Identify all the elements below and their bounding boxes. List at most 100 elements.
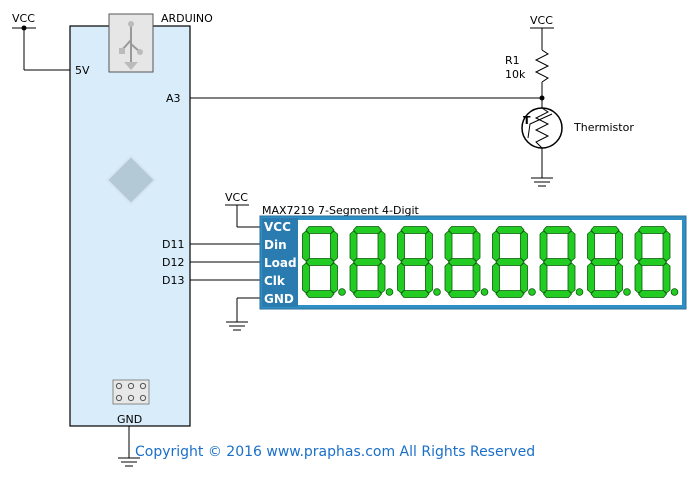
seven-segment-digit bbox=[397, 226, 441, 298]
display-pin-gnd: GND bbox=[264, 292, 294, 306]
segment bbox=[447, 290, 478, 298]
pin-a3-label: A3 bbox=[166, 92, 181, 105]
decimal-point bbox=[528, 288, 536, 296]
arduino-body bbox=[69, 25, 191, 427]
segment bbox=[615, 230, 623, 262]
display-pin-vcc: VCC bbox=[264, 220, 291, 234]
chip-icon bbox=[105, 154, 157, 206]
arduino-ground bbox=[118, 426, 140, 467]
segment bbox=[520, 262, 528, 294]
pin-gnd-label: GND bbox=[117, 413, 142, 426]
arduino-title: ARDUINO bbox=[161, 12, 213, 25]
segment bbox=[302, 230, 310, 262]
segment bbox=[349, 262, 358, 294]
segment bbox=[590, 226, 620, 234]
display-title: MAX7219 7-Segment 4-Digit bbox=[262, 204, 420, 217]
segment bbox=[400, 258, 430, 266]
display-pin-load: Load bbox=[264, 256, 297, 270]
usb-icon bbox=[119, 21, 143, 70]
seven-segment-digit bbox=[634, 226, 679, 298]
segment bbox=[472, 230, 481, 262]
segment bbox=[520, 230, 528, 262]
segment bbox=[662, 262, 671, 294]
segment bbox=[495, 258, 525, 266]
icsp-header bbox=[112, 379, 150, 405]
segment bbox=[305, 226, 335, 234]
decimal-point bbox=[575, 288, 584, 296]
thermistor-letter: T bbox=[523, 114, 531, 127]
segment bbox=[539, 262, 548, 294]
segment bbox=[567, 230, 576, 262]
segment bbox=[637, 258, 668, 266]
segment bbox=[587, 230, 595, 262]
display-ground bbox=[226, 297, 262, 331]
vcc-left-label: VCC bbox=[12, 12, 35, 25]
segment bbox=[567, 262, 576, 294]
segment bbox=[302, 262, 310, 294]
display-module: VCC Din Load Clk GND bbox=[259, 215, 687, 310]
segment bbox=[352, 258, 383, 266]
segment bbox=[352, 226, 383, 234]
decimal-point bbox=[385, 288, 394, 296]
display-vcc-net: VCC bbox=[225, 191, 262, 228]
segment bbox=[539, 230, 548, 262]
segment bbox=[542, 290, 573, 298]
segment bbox=[400, 290, 430, 298]
segment bbox=[637, 226, 668, 234]
segment bbox=[444, 262, 453, 294]
segment bbox=[495, 226, 525, 234]
segment bbox=[492, 262, 500, 294]
seven-segment-digit bbox=[539, 226, 584, 298]
vcc-display-label: VCC bbox=[225, 191, 248, 204]
segment bbox=[425, 230, 433, 262]
segment bbox=[495, 290, 525, 298]
segment bbox=[615, 262, 623, 294]
segment bbox=[425, 262, 433, 294]
r1-name-label: R1 bbox=[505, 54, 520, 67]
segment bbox=[634, 262, 643, 294]
seven-segment-digit bbox=[587, 226, 631, 298]
decimal-point bbox=[670, 288, 679, 296]
segment bbox=[305, 290, 335, 298]
pin-d11-label: D11 bbox=[162, 238, 184, 251]
display-pin-panel bbox=[262, 218, 298, 307]
segment bbox=[447, 226, 478, 234]
copyright-text: Copyright © 2016 www.praphas.com All Rig… bbox=[135, 444, 535, 460]
segment bbox=[377, 230, 386, 262]
segment bbox=[352, 290, 383, 298]
display-pin-clk: Clk bbox=[264, 274, 286, 288]
segment bbox=[305, 258, 335, 266]
segment bbox=[349, 230, 358, 262]
decimal-point bbox=[433, 288, 441, 296]
seven-segment-digit bbox=[302, 226, 346, 298]
decimal-point bbox=[338, 288, 346, 296]
segment bbox=[587, 262, 595, 294]
decimal-point bbox=[480, 288, 489, 296]
digit-row bbox=[302, 226, 679, 298]
segment bbox=[397, 230, 405, 262]
segment bbox=[590, 290, 620, 298]
r1-value-label: 10k bbox=[505, 68, 526, 81]
segment bbox=[542, 258, 573, 266]
display-pin-din: Din bbox=[264, 238, 287, 252]
segment bbox=[444, 230, 453, 262]
segment bbox=[662, 230, 671, 262]
seven-segment-digit bbox=[349, 226, 394, 298]
arduino-board: ARDUINO 5V A3 D11 D12 D13 GND bbox=[69, 12, 213, 427]
pin-d12-label: D12 bbox=[162, 256, 184, 269]
segment bbox=[634, 230, 643, 262]
segment bbox=[492, 230, 500, 262]
thermistor-label: Thermistor bbox=[573, 121, 634, 134]
vcc-left-net: VCC bbox=[12, 12, 70, 71]
segment bbox=[330, 230, 338, 262]
segment bbox=[397, 262, 405, 294]
seven-segment-digit bbox=[492, 226, 536, 298]
segment bbox=[637, 290, 668, 298]
segment bbox=[542, 226, 573, 234]
pin-d13-label: D13 bbox=[162, 274, 184, 287]
segment bbox=[447, 258, 478, 266]
pin-5v-label: 5V bbox=[75, 64, 90, 77]
segment bbox=[377, 262, 386, 294]
segment bbox=[472, 262, 481, 294]
